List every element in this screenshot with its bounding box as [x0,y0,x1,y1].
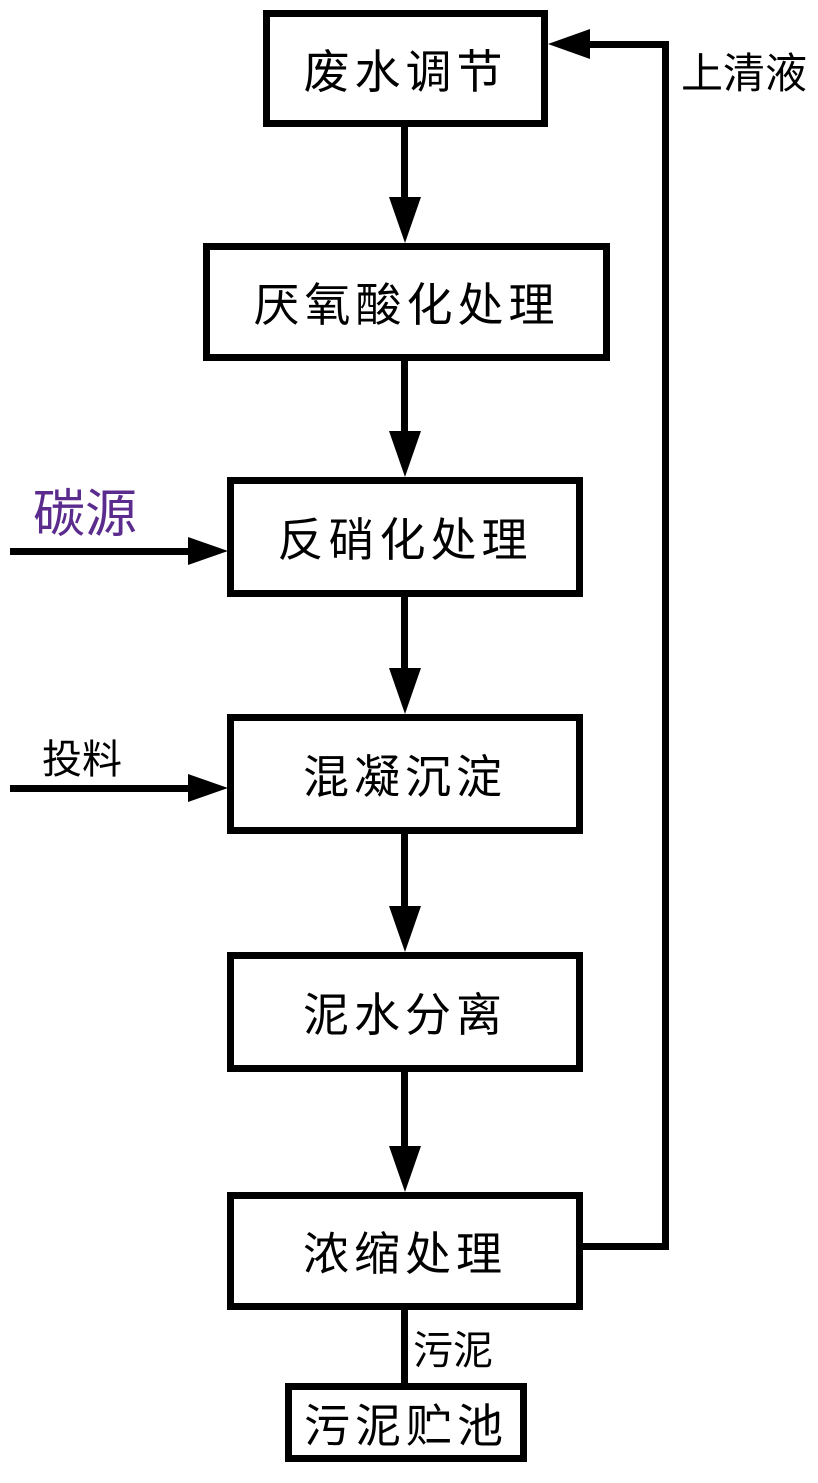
flow-box-label: 污泥贮池 [304,1400,508,1452]
arrow-shaft-coagulation-to-separation [401,834,408,909]
arrowhead-down-icon [389,668,421,714]
flow-box-label: 混凝沉淀 [303,752,507,803]
flow-box-denitrification: 反硝化处理 [227,477,583,597]
arrow-shaft-carbon-source [10,548,190,555]
feedback-line-top-segment [588,41,669,48]
arrow-shaft-regulation-to-anaerobic [401,127,408,200]
feeding-label: 投料 [42,737,122,782]
arrowhead-left-icon [548,29,590,59]
flow-box-concentration-treatment: 浓缩处理 [227,1192,583,1310]
flow-box-anaerobic-acidification: 厌氧酸化处理 [203,243,610,361]
arrow-shaft-feeding [10,785,190,792]
arrow-shaft-separation-to-concentration [401,1072,408,1149]
flow-box-label: 厌氧酸化处理 [253,280,560,331]
flow-box-sludge-storage-tank: 污泥贮池 [285,1383,527,1462]
flow-box-label: 泥水分离 [303,990,507,1041]
arrowhead-down-icon [389,197,421,243]
arrowhead-right-icon [188,537,228,565]
feedback-line-bottom-segment [583,1243,669,1250]
connector-concentration-to-sludge-tank [401,1310,408,1384]
arrowhead-right-icon [188,774,228,802]
feedback-line-vertical-segment [662,41,669,1250]
carbon-source-label: 碳源 [33,487,138,544]
flow-box-mud-water-separation: 泥水分离 [227,952,583,1072]
flow-box-wastewater-regulation: 废水调节 [263,10,548,127]
arrow-shaft-anaerobic-to-denitrification [401,361,408,434]
arrowhead-down-icon [389,906,421,952]
flow-box-label: 反硝化处理 [277,515,533,566]
flow-box-label: 浓缩处理 [303,1229,507,1280]
arrowhead-down-icon [389,1146,421,1192]
supernatant-label: 上清液 [681,52,808,98]
flow-box-coagulation-sedimentation: 混凝沉淀 [227,714,583,834]
flow-box-label: 废水调节 [303,46,508,98]
arrow-shaft-denitrification-to-coagulation [401,597,408,671]
arrowhead-down-icon [389,431,421,477]
sludge-label: 污泥 [413,1328,493,1373]
